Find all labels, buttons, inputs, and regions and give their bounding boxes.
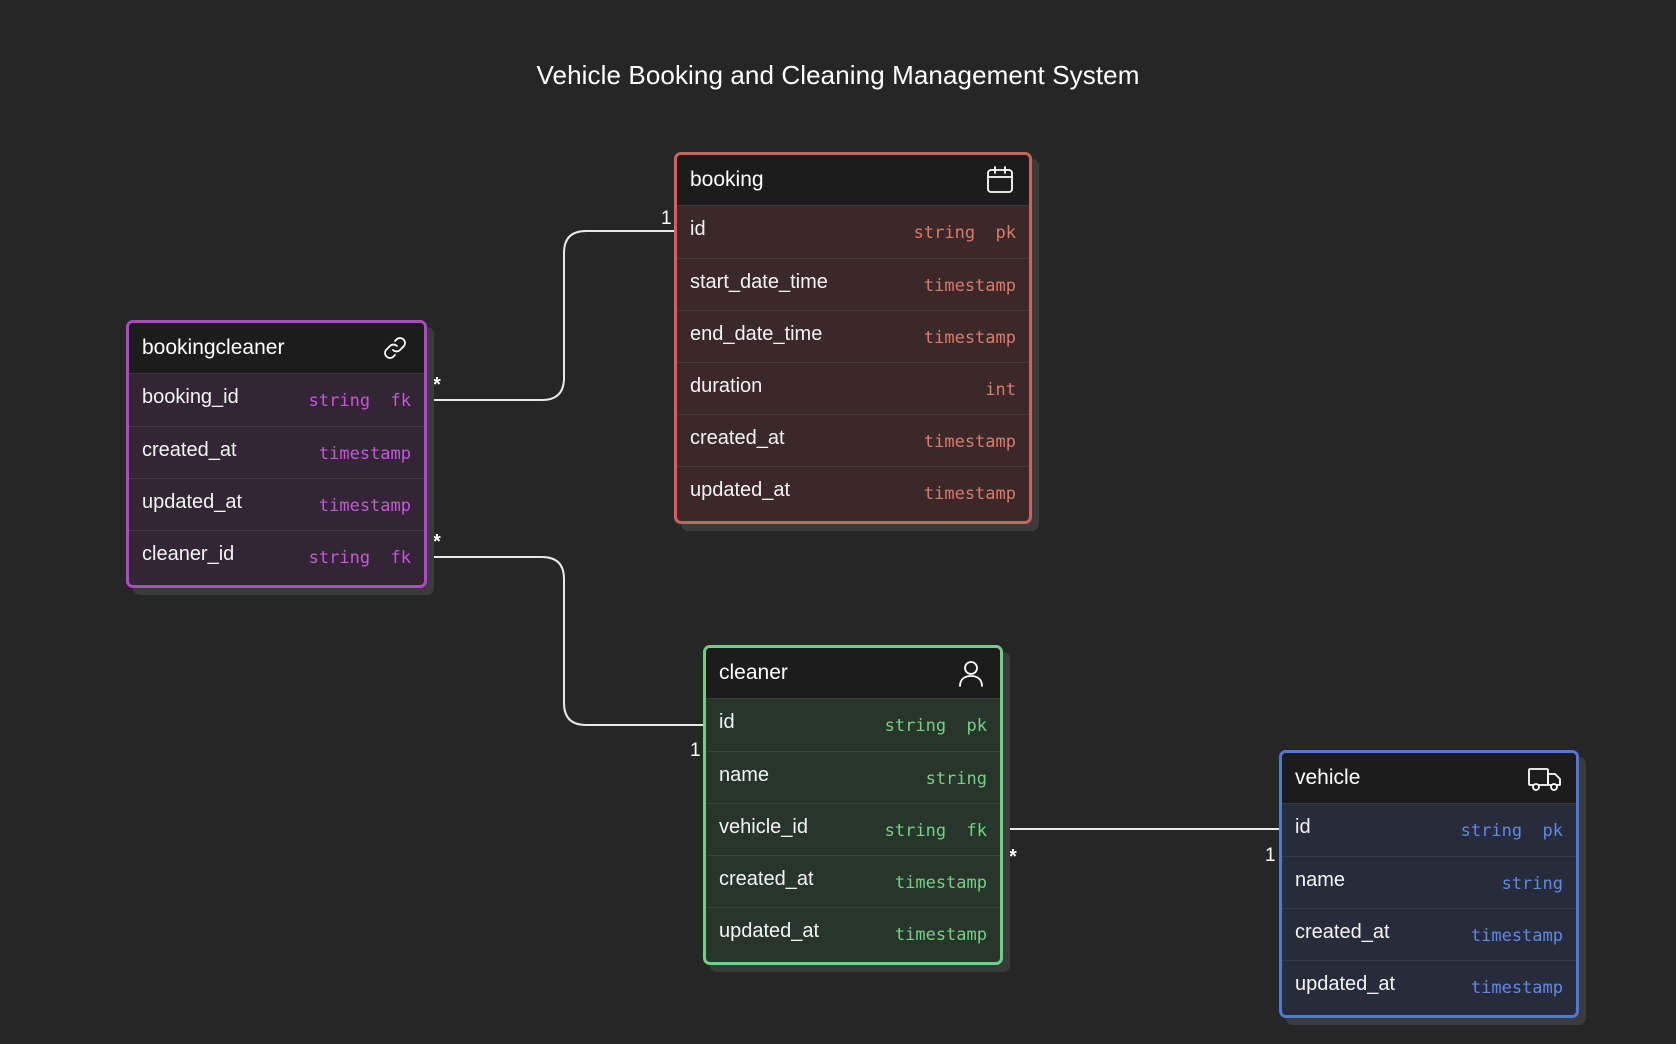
entity-name: vehicle <box>1295 766 1361 789</box>
field-name: id <box>719 711 735 733</box>
field-type: timestamp <box>1470 926 1563 946</box>
field-type: timestamp <box>923 432 1016 452</box>
truck-icon <box>1528 768 1561 791</box>
field-name: name <box>1295 869 1346 891</box>
field-type: timestamp <box>894 873 987 893</box>
entity-name: booking <box>690 168 764 191</box>
entity-header: vehicle <box>1282 753 1576 804</box>
field-type: timestamp <box>894 925 987 945</box>
field-type: string fk <box>884 821 987 841</box>
field-type: string fk <box>308 548 411 568</box>
field-type: timestamp <box>923 328 1016 348</box>
field-name: end_date_time <box>690 323 823 345</box>
field-name: start_date_time <box>690 271 828 293</box>
field-row[interactable]: vehicle_id string fk <box>706 803 1000 855</box>
field-row[interactable]: created_at timestamp <box>129 426 424 478</box>
cardinality-many: * <box>1009 846 1017 868</box>
diagram-title: Vehicle Booking and Cleaning Management … <box>536 60 1140 90</box>
field-row[interactable]: end_date_time timestamp <box>677 310 1029 362</box>
field-name: created_at <box>719 868 814 890</box>
field-name: created_at <box>142 439 237 461</box>
entity-header: booking <box>677 155 1029 206</box>
entity-cleaner[interactable]: cleaner id string pk name string vehicle_i… <box>703 645 1003 965</box>
field-row[interactable]: booking_id string fk <box>129 374 424 426</box>
field-type: timestamp <box>1470 978 1563 998</box>
cardinality-one: 1 <box>690 740 701 761</box>
entity-fields: id string pk name string vehicle_id string … <box>706 699 1000 959</box>
field-type: string fk <box>308 391 411 411</box>
field-name: name <box>719 764 770 786</box>
field-row[interactable]: id string pk <box>1282 804 1576 856</box>
field-row[interactable]: name string <box>706 751 1000 803</box>
cardinality-many: * <box>433 531 441 553</box>
field-row[interactable]: updated_at timestamp <box>677 466 1029 518</box>
relationship-line-booking <box>420 230 680 401</box>
field-row[interactable]: cleaner_id string fk <box>129 530 424 582</box>
field-type: string pk <box>884 716 987 736</box>
field-type: string pk <box>913 223 1016 243</box>
cardinality-one: 1 <box>1265 845 1276 866</box>
entity-fields: id string pk start_date_time timestamp end… <box>677 206 1029 518</box>
field-name: duration <box>690 375 763 397</box>
field-name: created_at <box>1295 921 1390 943</box>
entity-name: cleaner <box>719 661 788 684</box>
field-row[interactable]: created_at timestamp <box>677 414 1029 466</box>
field-type: timestamp <box>923 276 1016 296</box>
field-name: id <box>1295 816 1311 838</box>
field-type: timestamp <box>318 444 411 464</box>
entity-header: bookingcleaner <box>129 323 424 374</box>
cardinality-one: 1 <box>661 208 672 229</box>
cardinality-many: * <box>433 374 441 396</box>
calendar-icon <box>987 166 1013 193</box>
field-row[interactable]: created_at timestamp <box>1282 908 1576 960</box>
field-type: timestamp <box>318 496 411 516</box>
field-name: created_at <box>690 427 785 449</box>
user-icon <box>959 661 983 687</box>
field-type: string <box>925 769 987 789</box>
field-row[interactable]: duration int <box>677 362 1029 414</box>
field-row[interactable]: updated_at timestamp <box>1282 960 1576 1012</box>
field-row[interactable]: start_date_time timestamp <box>677 258 1029 310</box>
field-name: updated_at <box>719 920 820 942</box>
field-row[interactable]: updated_at timestamp <box>706 907 1000 959</box>
field-type: string <box>1501 874 1563 894</box>
field-type: int <box>985 380 1016 400</box>
field-name: updated_at <box>142 491 243 513</box>
field-name: cleaner_id <box>142 543 235 565</box>
entity-vehicle[interactable]: vehicle id string pk name string created_a… <box>1279 750 1579 1018</box>
field-type: string pk <box>1460 821 1563 841</box>
field-row[interactable]: id string pk <box>677 206 1029 258</box>
field-type: timestamp <box>923 484 1016 504</box>
field-name: updated_at <box>1295 973 1396 995</box>
entity-header: cleaner <box>706 648 1000 699</box>
field-row[interactable]: name string <box>1282 856 1576 908</box>
link-icon <box>384 337 406 359</box>
field-name: booking_id <box>142 386 239 408</box>
field-name: vehicle_id <box>719 816 808 838</box>
field-name: updated_at <box>690 479 791 501</box>
field-row[interactable]: created_at timestamp <box>706 855 1000 907</box>
field-row[interactable]: id string pk <box>706 699 1000 751</box>
field-row[interactable]: updated_at timestamp <box>129 478 424 530</box>
relationship-line-cleaner <box>420 556 709 726</box>
field-name: id <box>690 218 706 240</box>
entity-name: bookingcleaner <box>142 336 285 359</box>
